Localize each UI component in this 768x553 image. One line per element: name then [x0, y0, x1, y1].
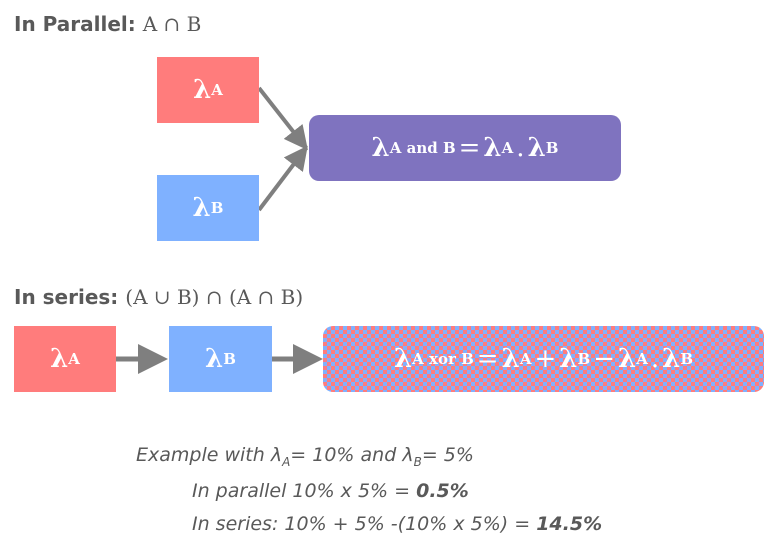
and-text: and — [354, 444, 403, 466]
product-dot: . — [516, 133, 525, 163]
series-heading-math: (A ∪ B) ∩ (A ∩ B) — [125, 285, 304, 309]
lambda-subscript: A — [636, 350, 648, 368]
parallel-result-value: 0.5% — [416, 480, 469, 502]
lambda-symbol: λ — [192, 193, 211, 223]
lambda-subscript: B — [223, 350, 236, 368]
lambda-subscript: A — [519, 350, 532, 368]
example-intro: Example with λA= 10% and λB= 5% — [136, 444, 474, 469]
lambda-symbol: λ — [559, 344, 578, 374]
lambda-symbol: λ — [393, 344, 413, 374]
lambda-subscript: A — [282, 455, 291, 469]
parallel-heading-label: In Parallel: — [14, 12, 136, 36]
lambda-subscript: A — [501, 139, 514, 157]
lambda-symbol: λ — [617, 344, 637, 374]
lambda-symbol: λ — [402, 444, 414, 466]
lambda-subscript: A xor B — [412, 350, 474, 368]
lambda-subscript: A and B — [389, 139, 456, 157]
parallel-calc-text: In parallel 10% x 5% = — [192, 480, 417, 502]
lambda-symbol: λ — [371, 133, 390, 163]
lambda-symbol: λ — [501, 344, 520, 374]
lambda-subscript: B — [413, 455, 422, 469]
series-heading-label: In series: — [14, 285, 119, 309]
equals-sign: = — [476, 344, 499, 374]
lambda-symbol: λ — [483, 133, 502, 163]
lambda-symbol: λ — [270, 444, 283, 466]
lambda-subscript: A — [211, 81, 223, 99]
lambda-b-value: = 5% — [421, 444, 474, 466]
series-heading: In series: (A ∪ B) ∩ (A ∩ B) — [14, 285, 303, 309]
lambda-subscript: B — [545, 139, 559, 157]
series-calc-text: In series: 10% + 5% -(10% x 5%) = — [192, 513, 537, 535]
product-dot: . — [650, 344, 660, 374]
arrow-b-to-and — [257, 145, 308, 212]
lambda-subscript: B — [680, 350, 694, 368]
lambda-subscript: B — [210, 199, 224, 217]
parallel-heading: In Parallel: A ∩ B — [14, 12, 201, 36]
example-parallel: In parallel 10% x 5% = 0.5% — [192, 480, 469, 502]
plus-sign: + — [534, 344, 557, 374]
arrow-a-to-and — [257, 86, 308, 151]
minus-sign: − — [593, 344, 615, 374]
lambda-symbol: λ — [193, 75, 212, 105]
lambda-subscript: B — [577, 350, 591, 368]
lambda-symbol: λ — [527, 133, 546, 163]
parallel-heading-math: A ∩ B — [142, 12, 202, 36]
lambda-symbol: λ — [50, 344, 69, 374]
equals-sign: = — [458, 133, 481, 163]
lambda-a-value: = 10% — [290, 444, 355, 466]
lambda-symbol: λ — [662, 344, 681, 374]
lambda-symbol: λ — [205, 344, 224, 374]
series-result-value: 14.5% — [536, 513, 603, 535]
example-intro-text: Example with — [136, 444, 271, 466]
example-series: In series: 10% + 5% -(10% x 5%) = 14.5% — [192, 513, 602, 535]
lambda-subscript: A — [68, 350, 80, 368]
